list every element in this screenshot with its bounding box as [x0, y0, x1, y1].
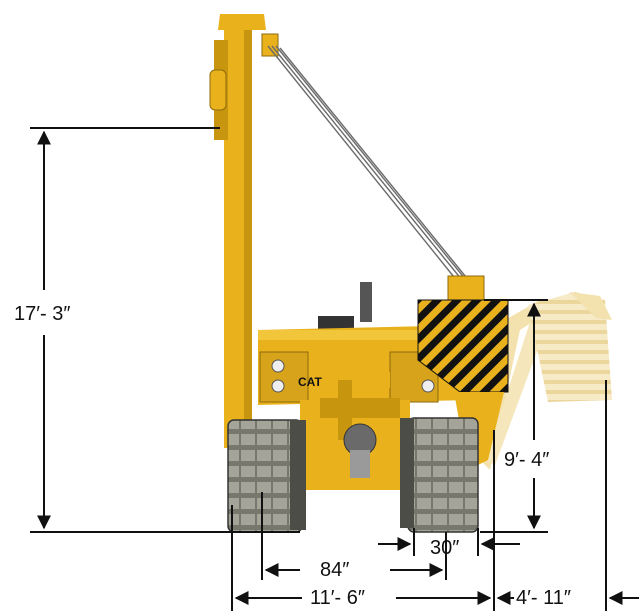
hook-block [447, 275, 485, 301]
dimension-lines [30, 127, 639, 611]
overall-width-label: 11′- 6″ [310, 587, 365, 609]
hoist-cables [267, 45, 471, 283]
boom [209, 14, 279, 448]
right-track [400, 417, 479, 533]
tractor-body: CAT [258, 282, 470, 490]
brand-decal: CAT [298, 375, 322, 389]
overall-height-label: 17′- 3″ [14, 303, 70, 325]
left-track [227, 419, 306, 533]
track-gauge-label: 84″ [320, 559, 349, 581]
shoe-width-label: 30″ [430, 537, 459, 559]
counterweight-extension-label: 4′- 11″ [516, 587, 571, 609]
counterweight-height-label: 9′- 4″ [504, 449, 549, 471]
